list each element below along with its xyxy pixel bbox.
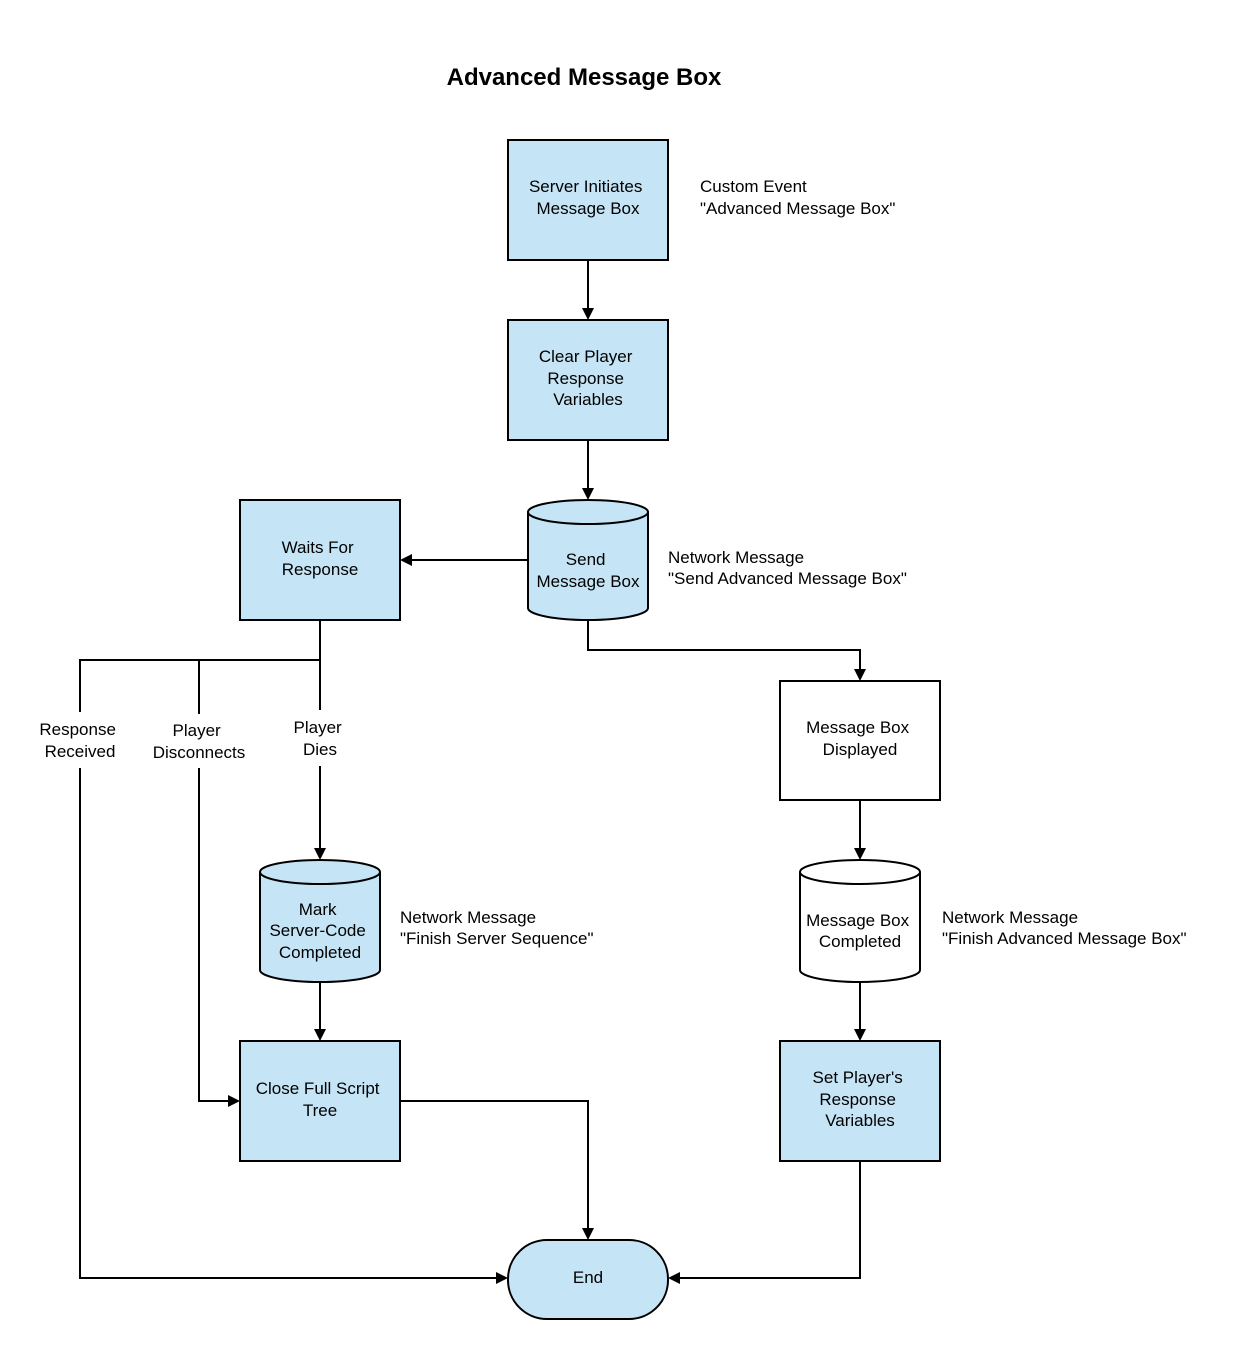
svg-text:Message Box Completed: Message Box Completed — [806, 911, 914, 951]
node-mark-line-3: Completed — [279, 943, 361, 962]
svg-text:End: End — [573, 1268, 603, 1287]
node-set-player-response-variables: Set Player's Response Variables — [779, 1040, 941, 1162]
edge-label-player-disconnects: Player Disconnects — [153, 721, 246, 762]
node-server-initiates-line-2: Message Box — [537, 199, 640, 218]
edge-set-to-end — [668, 1161, 861, 1284]
node-close-line-1: Close Full Script — [256, 1079, 380, 1098]
svg-text:Message Box Displayed: Message Box Displayed — [806, 718, 914, 759]
svg-text:Server Initiates Messa: Server Initiates Message Box — [529, 177, 647, 218]
edge-player-disconnects — [198, 768, 240, 1107]
edge-label-response-received: Response Received — [39, 720, 120, 761]
note-network-send: Network Message "Send Advanced Message B… — [668, 548, 907, 588]
node-mark-line-1: Mark — [299, 900, 337, 919]
node-send-message-box: Send Message Box — [527, 499, 649, 621]
node-mark-line-2: Server-Code — [269, 921, 365, 940]
node-mark-server-code-completed: Mark Server-Code Completed — [259, 859, 381, 983]
node-server-initiates-line-1: Server Initiates — [529, 177, 642, 196]
node-set-line-3: Variables — [825, 1111, 895, 1130]
nodes: Server Initiates Message Box Clear Playe… — [239, 139, 941, 1320]
node-displayed-line-1: Message Box — [806, 718, 909, 737]
node-set-line-1: Set Player's — [813, 1068, 903, 1087]
node-displayed-line-2: Displayed — [823, 740, 898, 759]
edge-label-player-dies: Player Dies — [294, 718, 347, 759]
node-completed-line-1: Message Box — [806, 911, 909, 930]
node-send-line-1: Send — [566, 550, 606, 569]
svg-text:Set Player's Response: Set Player's Response Variables — [813, 1068, 908, 1130]
node-server-initiates: Server Initiates Message Box — [507, 139, 669, 261]
node-waits-line-2: Response — [282, 560, 359, 579]
annotations: Custom Event "Advanced Message Box" Netw… — [400, 177, 1187, 948]
connectors — [79, 260, 866, 1284]
node-waits-for-response: Waits For Response — [239, 499, 401, 621]
node-close-line-2: Tree — [303, 1101, 337, 1120]
svg-text:Send Message Box: Send Message Box — [537, 550, 640, 591]
node-message-box-completed: Message Box Completed — [799, 859, 921, 983]
edge-send-to-displayed — [587, 620, 866, 681]
node-close-full-script-tree: Close Full Script Tree — [239, 1040, 401, 1162]
edge-labels: Response Received Player Disconnects Pla… — [39, 718, 347, 762]
node-clear-player-line-1: Clear Player — [539, 347, 633, 366]
node-completed-line-2: Completed — [819, 932, 901, 951]
node-message-box-displayed: Message Box Displayed — [779, 680, 941, 801]
note-custom-event: Custom Event "Advanced Message Box" — [700, 177, 895, 218]
edge-response-received — [79, 768, 508, 1284]
diagram-title: Advanced Message Box — [447, 64, 722, 91]
node-clear-player-response: Clear Player Response Variables — [507, 319, 669, 441]
node-set-line-2: Response — [819, 1090, 896, 1109]
note-network-finish-amb: Network Message "Finish Advanced Message… — [942, 908, 1187, 948]
node-waits-line-1: Waits For — [282, 538, 354, 557]
node-send-line-2: Message Box — [537, 572, 640, 591]
svg-text:Mark Server-Code: Mark Server-Code Completed — [269, 900, 370, 962]
note-network-finish-server: Network Message "Finish Server Sequence" — [400, 908, 594, 948]
svg-text:Close Full Script Tree: Close Full Script Tree — [256, 1079, 385, 1120]
svg-text:Waits For Response: Waits For Response — [282, 538, 359, 579]
node-end: End — [507, 1239, 669, 1320]
node-clear-player-line-2: Response — [547, 369, 624, 388]
node-end-label: End — [573, 1268, 603, 1287]
svg-text:Clear Player Response: Clear Player Response Variables — [539, 347, 637, 409]
edge-close-to-end — [400, 1100, 594, 1240]
node-clear-player-line-3: Variables — [553, 390, 623, 409]
